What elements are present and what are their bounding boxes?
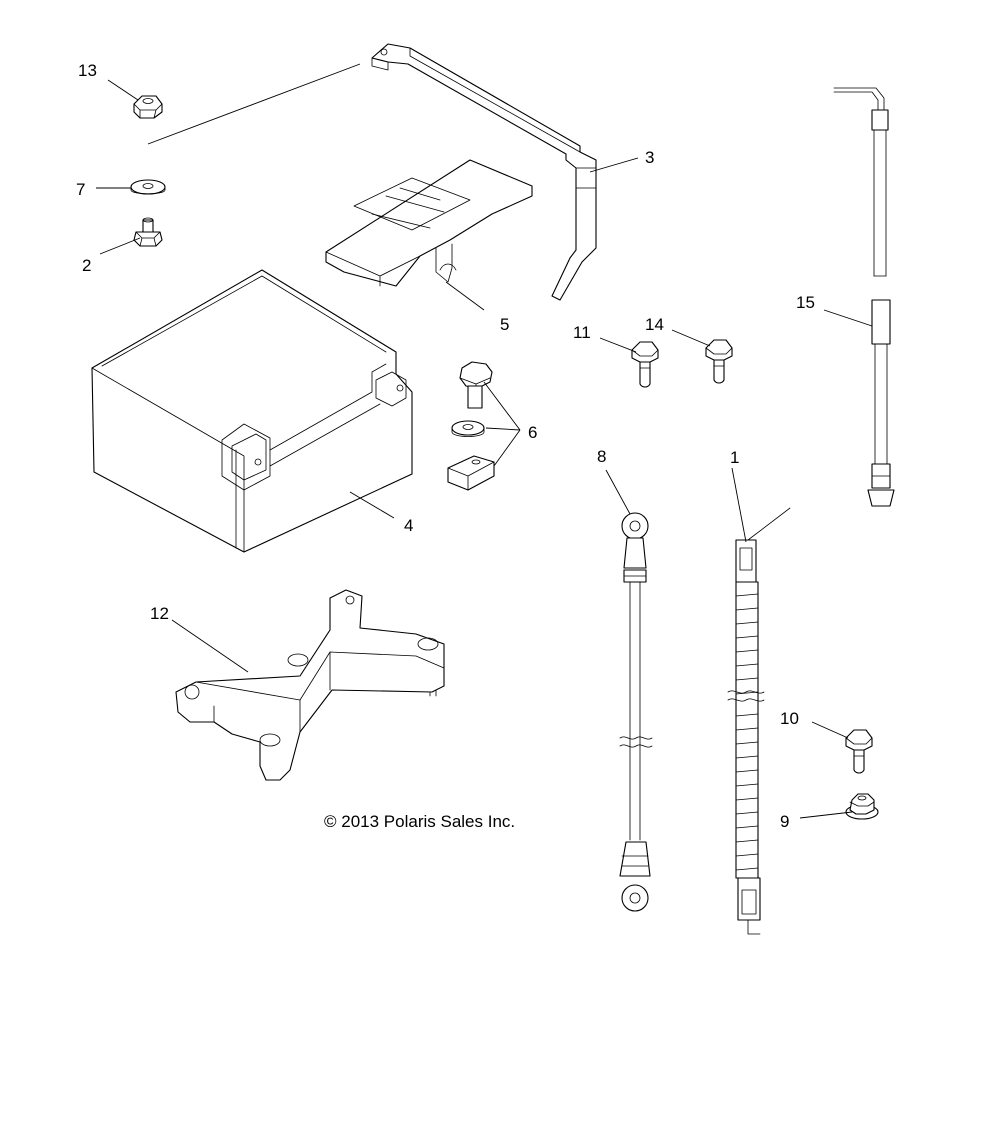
- leader-12: [171, 619, 249, 673]
- part-6-terminal-hardware: [447, 361, 495, 491]
- callout-2: 2: [82, 256, 91, 275]
- callout-6: 6: [528, 423, 537, 442]
- part-7-washer: [130, 179, 166, 195]
- callout-3: 3: [645, 148, 654, 167]
- leader-1: [731, 467, 747, 543]
- callout-10: 10: [780, 709, 799, 728]
- callout-14: 14: [645, 315, 664, 334]
- callout-12: 12: [150, 604, 169, 623]
- leader-lines: [96, 63, 873, 819]
- part-8-ground-cable: [619, 512, 653, 912]
- leader-14: [671, 329, 711, 347]
- callout-9: 9: [780, 812, 789, 831]
- leader-8: [605, 469, 631, 515]
- part-4-battery: [91, 269, 413, 553]
- part-9-flange-nut: [845, 793, 879, 820]
- callout-8: 8: [597, 447, 606, 466]
- leader-10: [811, 721, 849, 739]
- part-12-battery-tray: [175, 589, 445, 781]
- part-3-hold-down-strap: [371, 43, 597, 301]
- leader-15: [823, 309, 873, 327]
- leader-13: [107, 79, 139, 101]
- part-15-cable: [833, 87, 895, 507]
- callout-11: 11: [573, 323, 591, 342]
- part-14-bolt: [705, 339, 733, 384]
- callout-15: 15: [796, 293, 815, 312]
- callout-7: 7: [76, 180, 85, 199]
- leader-11: [599, 337, 637, 353]
- leader-3: [589, 157, 639, 173]
- leader-13b: [147, 63, 361, 145]
- leader-9: [799, 811, 853, 819]
- part-1-positive-cable: [727, 507, 791, 935]
- callout-1: 1: [730, 448, 739, 467]
- callout-13: 13: [78, 61, 97, 80]
- part-13-nut: [133, 95, 163, 119]
- callout-5: 5: [500, 315, 509, 334]
- leader-5: [445, 281, 485, 311]
- callout-labels: 1 2 3 4 5 6 7 8 9 10 11 12 13 14 15: [76, 61, 815, 831]
- part-10-bolt: [845, 729, 873, 774]
- leader-4: [349, 491, 395, 519]
- leader-2: [99, 237, 141, 255]
- part-2-screw: [133, 217, 163, 247]
- part-5-battery-pad: [325, 159, 533, 287]
- copyright-notice: © 2013 Polaris Sales Inc.: [324, 812, 515, 831]
- part-11-bolt: [631, 341, 659, 388]
- callout-4: 4: [404, 516, 413, 535]
- leader-6: [483, 381, 521, 467]
